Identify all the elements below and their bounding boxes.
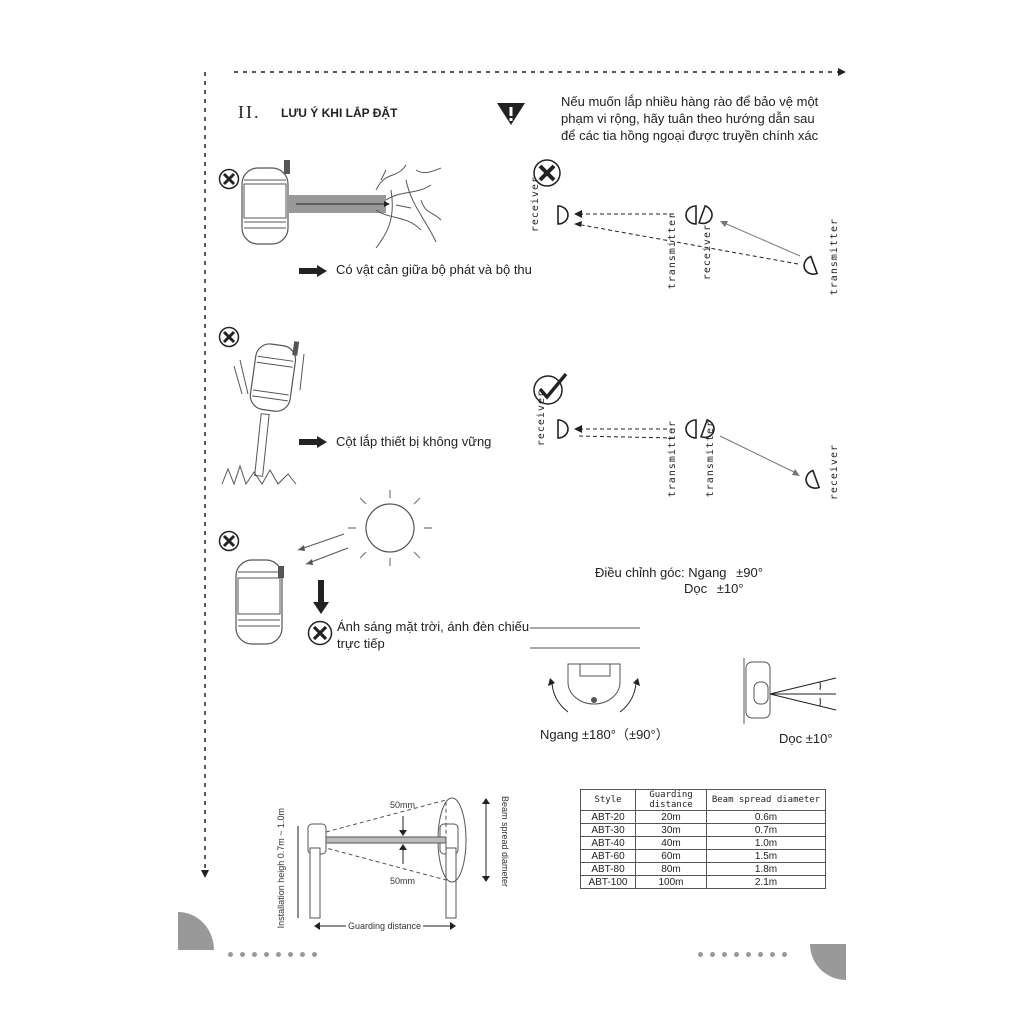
wrong-receiver-mid-label: receiver: [702, 224, 713, 281]
spec-header-style: Style: [580, 789, 636, 811]
installation-diagram: [297, 797, 490, 930]
x-circle-icon: [307, 620, 333, 646]
right-arrow-icon: [299, 436, 327, 448]
spec-header-distance: Guarding distance: [635, 789, 707, 811]
page-dots-right: [698, 944, 794, 962]
sun-icon: [348, 490, 432, 566]
correct-transmitter-mid1-label: transmitter: [667, 420, 678, 498]
vertical-angle-caption: Dọc ±10°: [779, 731, 833, 746]
spec-style-cell: ABT-60: [580, 849, 636, 863]
x-circle-icon: [218, 326, 240, 348]
spec-spread-cell: 2.1m: [706, 875, 826, 889]
spec-spread-cell: 1.8m: [706, 862, 826, 876]
down-arrow-icon: [313, 580, 329, 614]
warning-note-line-1: Nếu muốn lắp nhiều hàng rào để bảo vệ mộ…: [561, 94, 819, 109]
correct-receiver-left-label: receiver: [536, 390, 547, 447]
page-dots-left: [228, 944, 324, 962]
table-row: ABT-30 30m 0.7m: [580, 823, 826, 837]
spec-spread-cell: 0.6m: [706, 810, 826, 824]
spec-style-cell: ABT-40: [580, 836, 636, 850]
spec-spread-cell: 1.0m: [706, 836, 826, 850]
obstacle-illustration: [241, 160, 442, 249]
check-circle-icon: [533, 372, 568, 405]
warning-note-line-3: để các tia hồng ngoại được truyền chính …: [561, 128, 819, 143]
wrong-transmitter-right-label: transmitter: [829, 218, 840, 296]
correct-receiver-right-label: receiver: [829, 444, 840, 501]
spec-distance-cell: 40m: [635, 836, 707, 850]
spec-spread-cell: 1.5m: [706, 849, 826, 863]
angle-vertical-row: Dọc ±10°: [684, 581, 744, 596]
table-row: ABT-20 20m 0.6m: [580, 810, 826, 824]
angle-adjust-label: Điều chỉnh góc: Ngang ±90°: [595, 565, 763, 580]
beam-spread-label: Beam spread diameter: [500, 796, 510, 888]
caution-pole-text: Cột lắp thiết bị không vững: [336, 434, 492, 449]
vertical-angle-illustration: [743, 658, 837, 724]
spec-spread-cell: 0.7m: [706, 823, 826, 837]
horizontal-angle-caption: Ngang ±180°（±90°）: [540, 727, 669, 742]
table-row: ABT-40 40m 1.0m: [580, 836, 826, 850]
spec-distance-cell: 100m: [635, 875, 707, 889]
x-circle-icon: [533, 159, 561, 187]
x-circle-icon: [218, 530, 240, 552]
right-arrow-icon: [299, 265, 327, 277]
caution-obstacle-text: Có vật cản giữa bộ phát và bộ thu: [336, 262, 532, 277]
angle-horizontal-label: Điều chỉnh góc: Ngang: [595, 565, 727, 580]
spec-style-cell: ABT-30: [580, 823, 636, 837]
spec-table: Style Guarding distance Beam spread diam…: [580, 789, 826, 889]
spec-style-cell: ABT-100: [580, 875, 636, 889]
unstable-pole-illustration: [221, 341, 305, 486]
spec-distance-cell: 60m: [635, 849, 707, 863]
angle-vertical-value: ±10°: [716, 581, 744, 596]
correct-beam-diagram: [557, 418, 821, 489]
x-circle-icon: [218, 168, 240, 190]
installation-height-label: Installation heigh 0.7m ~ 1.0m: [276, 808, 286, 929]
spec-distance-cell: 30m: [635, 823, 707, 837]
spec-distance-cell: 80m: [635, 862, 707, 876]
spec-header-spread: Beam spread diameter: [706, 789, 826, 811]
spec-table-header-row: Style Guarding distance Beam spread diam…: [580, 789, 826, 811]
angle-vertical-label: Dọc: [684, 581, 708, 596]
warning-triangle-icon: [497, 103, 525, 125]
warning-note: Nếu muốn lắp nhiều hàng rào để bảo vệ mộ…: [561, 93, 818, 144]
table-row: ABT-80 80m 1.8m: [580, 862, 826, 876]
section-number: II.: [238, 102, 261, 122]
sensor-sunlight-illustration: [235, 559, 284, 645]
beam-bottom-label: 50mm: [390, 876, 416, 886]
section-title: LƯU Ý KHI LẮP ĐẶT: [281, 106, 398, 120]
spec-style-cell: ABT-80: [580, 862, 636, 876]
beam-top-label: 50mm: [390, 800, 416, 810]
spec-style-cell: ABT-20: [580, 810, 636, 824]
correct-transmitter-mid2-label: transmitter: [705, 420, 716, 498]
wrong-transmitter-mid-label: transmitter: [667, 212, 678, 290]
table-row: ABT-100 100m 2.1m: [580, 875, 826, 889]
caution-sunlight-text: Ánh sáng mặt trời, ánh đèn chiếu trực ti…: [337, 618, 529, 652]
horizontal-angle-illustration: [530, 627, 640, 713]
caution-sunlight-line-1: Ánh sáng mặt trời, ánh đèn chiếu: [337, 619, 530, 634]
guarding-distance-label: Guarding distance: [346, 921, 424, 931]
wrong-receiver-left-label: receiver: [530, 176, 541, 233]
light-rays-illustration: [297, 533, 349, 565]
table-row: ABT-60 60m 1.5m: [580, 849, 826, 863]
warning-note-line-2: phạm vi rộng, hãy tuân theo hướng dẫn sa…: [561, 111, 815, 126]
caution-sunlight-line-2: trực tiếp: [337, 636, 385, 651]
wrong-beam-diagram: [557, 204, 819, 275]
angle-horizontal-value: ±90°: [736, 565, 763, 580]
spec-distance-cell: 20m: [635, 810, 707, 824]
